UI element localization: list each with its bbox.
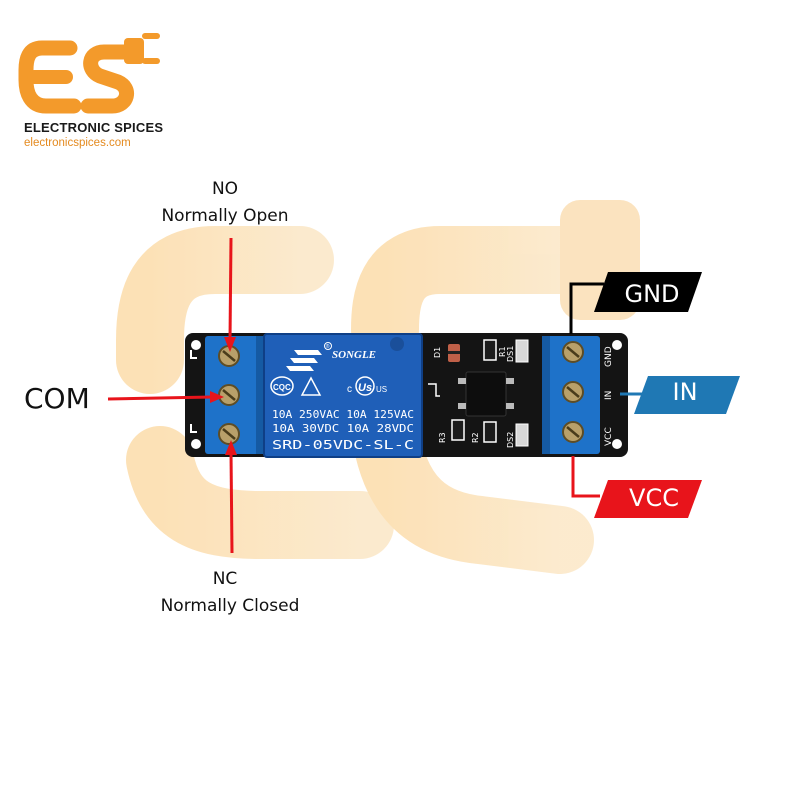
pin-label-vcc: VCC xyxy=(604,427,614,446)
label-com: COM xyxy=(24,382,90,415)
label-normally-open: Normally Open xyxy=(130,206,320,226)
comp-ds1: DS1 xyxy=(506,346,515,362)
relay-rating-line2: 10A 30VDC 10A 28VDC xyxy=(272,423,414,435)
relay-brand: SONGLE xyxy=(332,349,376,361)
comp-r3: R3 xyxy=(438,432,447,443)
relay-body: ® SONGLE CQC c Us US 10A 250VAC 10A 125V… xyxy=(264,334,422,457)
comp-ds2: DS2 xyxy=(506,432,515,448)
arrow-com xyxy=(108,397,212,399)
arrow-nc xyxy=(231,452,232,553)
tag-in-text: IN xyxy=(640,378,730,406)
terminal-block-right: GND IN VCC xyxy=(542,336,614,454)
mount-hole xyxy=(191,340,201,350)
relay-cert-ul-mark: Us xyxy=(358,382,372,394)
arrow-no xyxy=(230,238,231,340)
relay-registered: ® xyxy=(326,343,330,350)
label-nc: NC xyxy=(170,569,280,589)
led xyxy=(516,424,528,446)
tag-gnd-text: GND xyxy=(612,280,692,308)
comp-d1: D1 xyxy=(433,347,442,358)
comp-r2: R2 xyxy=(471,432,480,443)
resistor xyxy=(484,422,496,442)
label-normally-closed: Normally Closed xyxy=(130,596,330,616)
mount-hole xyxy=(191,439,201,449)
led xyxy=(516,340,528,362)
brand-logo-icon xyxy=(26,33,160,106)
label-no: NO xyxy=(170,179,280,199)
relay-module: ® SONGLE CQC c Us US 10A 250VAC 10A 125V… xyxy=(185,333,628,457)
optocoupler-chip xyxy=(466,372,506,416)
relay-cert-us: US xyxy=(376,385,387,394)
relay-cert-ul: c xyxy=(347,384,352,395)
resistor xyxy=(484,340,496,360)
relay-rating-line1: 10A 250VAC 10A 125VAC xyxy=(272,409,414,421)
brand-name: ELECTRONIC SPICES xyxy=(24,120,163,135)
brand-url: electronicspices.com xyxy=(24,137,131,149)
pin-label-in: IN xyxy=(604,391,614,400)
resistor xyxy=(452,420,464,440)
pin-label-gnd: GND xyxy=(604,346,614,367)
relay-cert-cqc: CQC xyxy=(273,383,291,392)
tag-vcc-text: VCC xyxy=(612,484,696,512)
relay-model: SRD-05VDC-SL-C xyxy=(272,438,414,452)
